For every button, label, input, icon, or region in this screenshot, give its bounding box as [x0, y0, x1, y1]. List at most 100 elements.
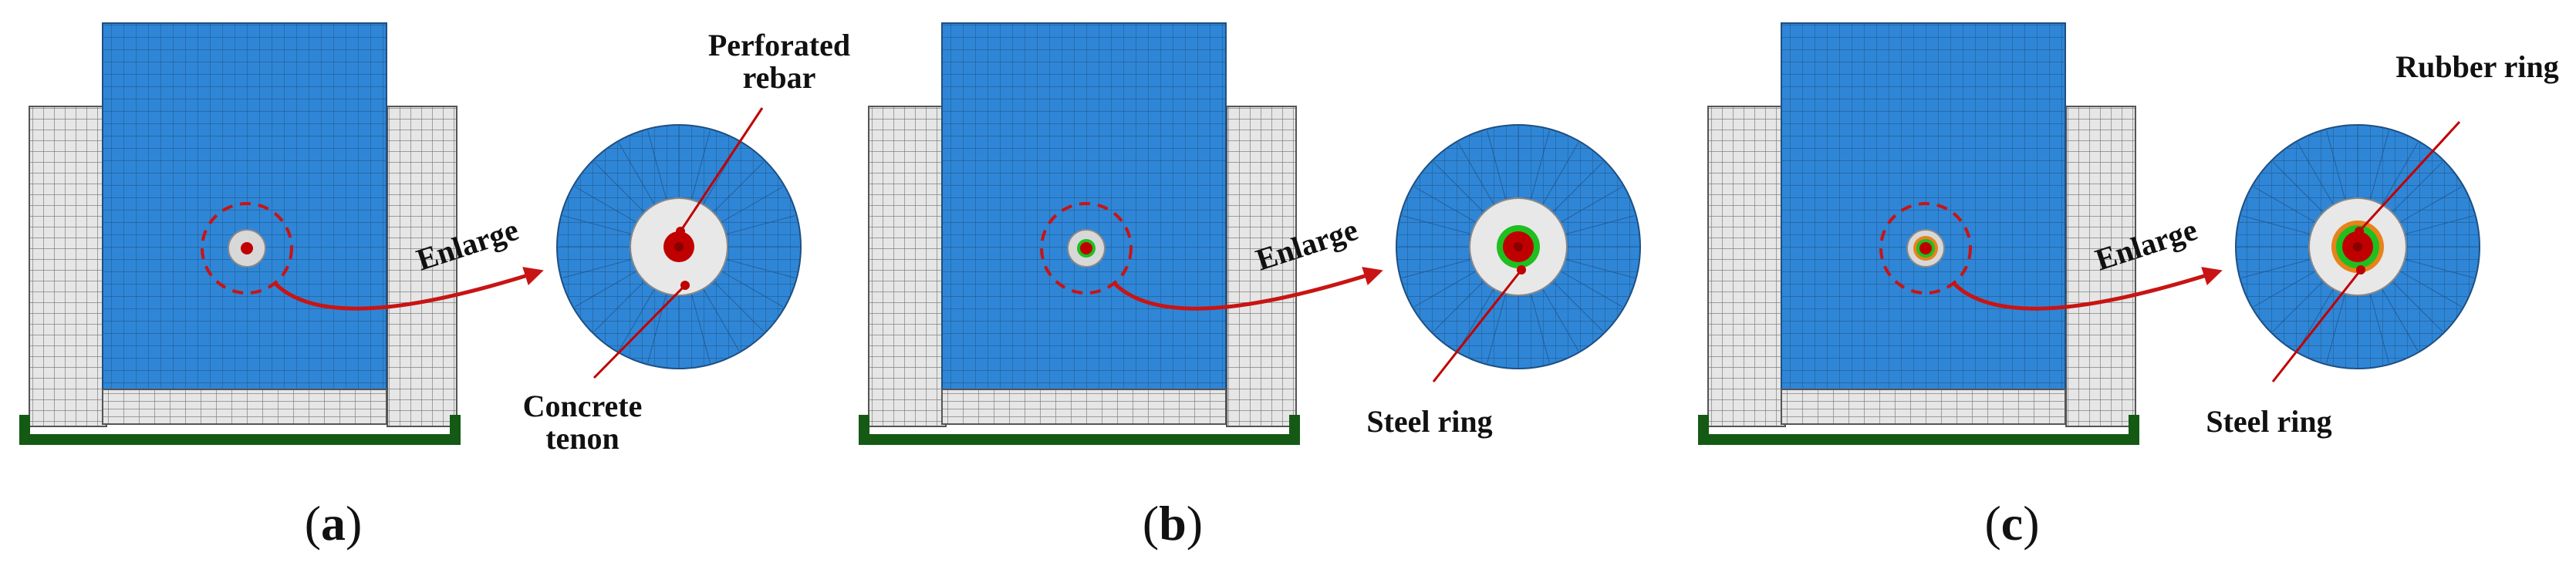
mesh-line — [1542, 288, 1579, 352]
mesh-line — [725, 258, 795, 278]
mesh-line — [1530, 293, 1550, 363]
enlarge-arrow — [1953, 267, 2223, 311]
leader-line-bottom — [1432, 269, 1523, 382]
panel-caption: (b) — [1143, 496, 1203, 551]
annotation-line: rebar — [743, 60, 816, 95]
mesh-line — [690, 130, 711, 200]
mesh-line — [1560, 186, 1623, 223]
mesh-line — [562, 215, 633, 235]
mesh-line — [1402, 215, 1472, 235]
dashed-circle — [1040, 202, 1133, 295]
radial-mesh — [1398, 126, 1639, 367]
rebar-core — [1514, 242, 1523, 251]
mesh-line — [2272, 161, 2324, 213]
concrete-column — [102, 22, 387, 390]
mesh-line — [2404, 258, 2474, 278]
mesh-line — [1457, 288, 1494, 352]
mesh-line — [574, 271, 637, 308]
leader-line-top — [679, 107, 764, 232]
mesh-line — [1413, 271, 1477, 308]
concrete-column — [1781, 22, 2066, 390]
caption-letter: c — [2001, 496, 2023, 551]
caption-paren-open: ( — [305, 496, 321, 551]
mesh-line — [2253, 271, 2316, 308]
annotation-bottom: Steel ring — [2206, 404, 2331, 439]
annotation-line: Rubber ring — [2395, 49, 2559, 84]
panel-caption: (a) — [305, 496, 363, 551]
annotation-line: Perforated — [708, 28, 850, 62]
leader-dot-top — [2355, 227, 2364, 236]
side-block-right — [387, 106, 457, 427]
mesh-line — [2241, 258, 2311, 278]
mesh-line — [618, 288, 655, 352]
mesh-line — [593, 281, 645, 332]
mesh-line — [690, 293, 711, 363]
mesh-line — [1552, 281, 1604, 332]
caption-paren-close: ) — [346, 496, 362, 551]
mesh-line — [2369, 130, 2389, 200]
mesh-line — [593, 161, 645, 213]
mesh-line — [1530, 130, 1550, 200]
rebar-core — [674, 242, 684, 251]
mesh-line — [2399, 271, 2463, 308]
mesh-line — [562, 258, 633, 278]
mesh-line — [1552, 161, 1604, 213]
leader-dot-bottom — [1517, 265, 1526, 275]
enlarge-arrow — [1113, 267, 1383, 311]
caption-letter: a — [321, 496, 346, 551]
mesh-line — [2326, 130, 2346, 200]
rebar-small — [1919, 242, 1932, 254]
leader-line-top — [2358, 120, 2461, 233]
mesh-line — [2241, 215, 2311, 235]
mesh-line — [713, 281, 765, 332]
mesh-line — [2272, 281, 2324, 332]
caption-paren-open: ( — [1984, 496, 2000, 551]
mesh-line — [2297, 288, 2334, 352]
dashed-circle — [201, 202, 293, 295]
leader-dot-bottom — [2356, 265, 2365, 275]
concrete-column — [941, 22, 1227, 390]
side-block-left — [1707, 106, 1786, 427]
leader-line-bottom — [2271, 269, 2362, 382]
mesh-line — [2382, 288, 2419, 352]
mesh-line — [2326, 293, 2346, 363]
enlarge-arrow — [274, 267, 544, 311]
side-block-left — [868, 106, 947, 427]
annotation-bottom: Steel ring — [1366, 404, 1492, 439]
rebar-small — [1080, 242, 1092, 254]
mesh-line — [1402, 258, 1472, 278]
mesh-line — [721, 271, 784, 308]
base-block — [941, 389, 1227, 425]
mesh-line — [2382, 142, 2419, 205]
base-plate — [859, 415, 1300, 445]
mesh-line — [2297, 142, 2334, 205]
mesh-line — [574, 186, 637, 223]
mesh-line — [721, 186, 784, 223]
mesh-line — [647, 130, 667, 200]
radial-mesh — [559, 126, 799, 367]
base-block — [102, 389, 387, 425]
rebar-core — [2353, 242, 2362, 251]
mesh-line — [1433, 281, 1484, 332]
mesh-line — [703, 288, 740, 352]
rebar-small — [241, 242, 253, 254]
mesh-line — [2392, 161, 2443, 213]
mesh-line — [2369, 293, 2389, 363]
leader-line-bottom — [593, 284, 687, 379]
annotation-line: Steel ring — [2206, 404, 2331, 439]
mesh-line — [2392, 281, 2443, 332]
annotation-top: Rubber ring — [2395, 49, 2559, 84]
caption-paren-close: ) — [1187, 496, 1203, 551]
mesh-line — [1542, 142, 1579, 205]
mesh-line — [647, 293, 667, 363]
base-block — [1781, 389, 2066, 425]
mesh-line — [1433, 161, 1484, 213]
mesh-line — [2404, 215, 2474, 235]
mesh-line — [1413, 186, 1477, 223]
mesh-line — [1560, 271, 1623, 308]
side-block-right — [2065, 106, 2136, 427]
caption-paren-close: ) — [2023, 496, 2039, 551]
